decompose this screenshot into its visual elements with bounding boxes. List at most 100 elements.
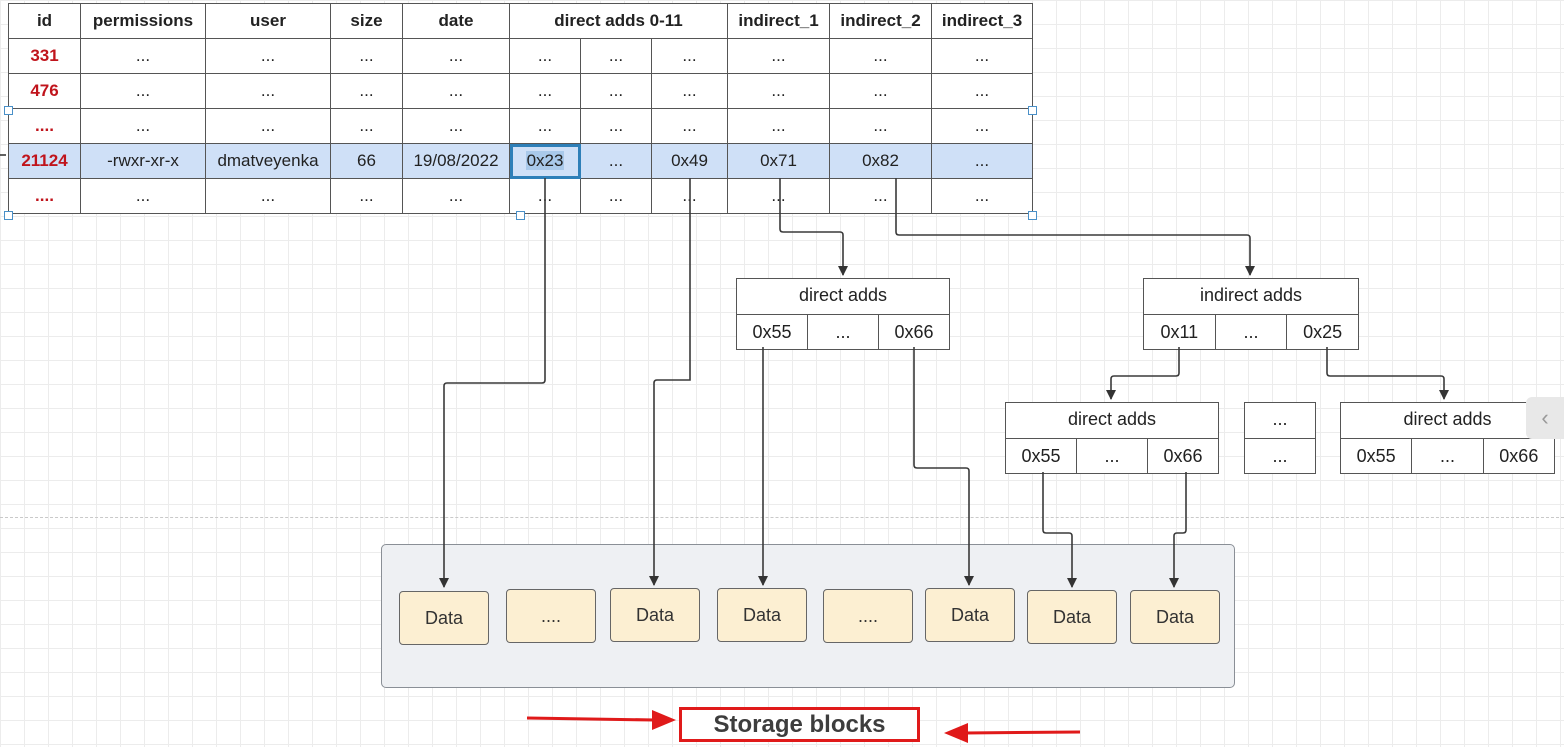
block-cell[interactable]: 0x66 <box>878 315 949 349</box>
selection-handle[interactable] <box>4 211 13 220</box>
block-cell[interactable]: 0x55 <box>1356 446 1396 466</box>
cell-id[interactable]: .... <box>8 178 81 214</box>
block-cell[interactable]: 0x55 <box>752 322 792 342</box>
cell-id[interactable]: .... <box>8 108 81 144</box>
cell-permissions[interactable]: ... <box>80 108 206 144</box>
cell-indirect-2[interactable]: 0x82 <box>829 143 932 179</box>
cell-indirect-3[interactable]: ... <box>931 73 1033 109</box>
cell-date[interactable]: 19/08/2022 <box>402 143 510 179</box>
block-cell[interactable]: ... <box>1272 446 1288 466</box>
data-block[interactable]: Data <box>610 588 700 642</box>
cell-direct-mid[interactable]: ... <box>580 38 652 74</box>
cell-size[interactable]: ... <box>330 73 403 109</box>
selected-cell-text: 0x23 <box>525 151 565 170</box>
cell-indirect-2[interactable]: ... <box>829 108 932 144</box>
cell-indirect-3[interactable]: ... <box>931 108 1033 144</box>
header-direct-adds: direct adds 0-11 <box>509 3 728 39</box>
cell-direct-0-selected[interactable]: 0x23 <box>509 143 581 179</box>
block-cell[interactable]: ... <box>1411 439 1482 473</box>
cell-permissions[interactable]: ... <box>80 178 206 214</box>
cell-direct-mid[interactable]: ... <box>580 178 652 214</box>
direct-adds-block-1[interactable]: direct adds 0x55 ... 0x66 <box>736 278 950 350</box>
cell-id[interactable]: 331 <box>8 38 81 74</box>
cell-direct-mid[interactable]: ... <box>580 108 652 144</box>
cell-size[interactable]: ... <box>330 38 403 74</box>
selection-handle[interactable] <box>1028 211 1037 220</box>
cell-date[interactable]: ... <box>402 108 510 144</box>
cell-direct-11[interactable]: ... <box>651 178 728 214</box>
cell-size[interactable]: 66 <box>330 143 403 179</box>
cell-id[interactable]: 21124 <box>8 143 81 179</box>
cell-direct-0[interactable]: ... <box>509 108 581 144</box>
cell-indirect-3[interactable]: ... <box>931 38 1033 74</box>
cell-direct-mid[interactable]: ... <box>580 143 652 179</box>
cell-direct-11[interactable]: 0x49 <box>651 143 728 179</box>
header-indirect-2: indirect_2 <box>829 3 932 39</box>
cell-direct-0[interactable]: ... <box>509 38 581 74</box>
cell-size[interactable]: ... <box>330 178 403 214</box>
cell-date[interactable]: ... <box>402 73 510 109</box>
cell-indirect-2[interactable]: ... <box>829 73 932 109</box>
data-block[interactable]: .... <box>506 589 596 643</box>
cell-size[interactable]: ... <box>330 108 403 144</box>
data-block[interactable]: Data <box>1027 590 1117 644</box>
collapse-panel-chevron-icon[interactable]: ‹ <box>1526 397 1564 439</box>
cell-indirect-1[interactable]: ... <box>727 178 830 214</box>
data-block[interactable]: .... <box>823 589 913 643</box>
connector-0x23-to-data <box>439 178 546 588</box>
block-row: 0x55 ... 0x66 <box>1341 439 1554 473</box>
cell-date[interactable]: ... <box>402 38 510 74</box>
table-row-selected[interactable]: 21124 -rwxr-xr-x dmatveyenka 66 19/08/20… <box>8 143 1033 179</box>
cell-direct-mid[interactable]: ... <box>580 73 652 109</box>
cell-indirect-2[interactable]: ... <box>829 38 932 74</box>
cell-indirect-1[interactable]: ... <box>727 38 830 74</box>
cell-user[interactable]: ... <box>205 38 331 74</box>
table-row[interactable]: 331 ... ... ... ... ... ... ... ... ... … <box>8 38 1033 74</box>
cell-user[interactable]: dmatveyenka <box>205 143 331 179</box>
red-arrow-left <box>526 716 656 722</box>
direct-adds-block-3[interactable]: direct adds 0x55 ... 0x66 <box>1340 402 1555 474</box>
data-block[interactable]: Data <box>1130 590 1220 644</box>
table-row[interactable]: .... ... ... ... ... ... ... ... ... ...… <box>8 178 1033 214</box>
header-date: date <box>402 3 510 39</box>
cell-indirect-1[interactable]: 0x71 <box>727 143 830 179</box>
cell-user[interactable]: ... <box>205 178 331 214</box>
cell-indirect-3[interactable]: ... <box>931 143 1033 179</box>
block-cell[interactable]: 0x66 <box>1482 439 1554 473</box>
block-cell[interactable]: ... <box>807 315 878 349</box>
block-cell[interactable]: 0x11 <box>1160 322 1199 342</box>
indirect-adds-block[interactable]: indirect adds 0x11 ... 0x25 <box>1143 278 1359 350</box>
cell-user[interactable]: ... <box>205 108 331 144</box>
cell-direct-0[interactable]: ... <box>509 73 581 109</box>
cell-permissions[interactable]: -rwxr-xr-x <box>80 143 206 179</box>
data-block[interactable]: Data <box>399 591 489 645</box>
cell-direct-11[interactable]: ... <box>651 73 728 109</box>
cell-indirect-2[interactable]: ... <box>829 178 932 214</box>
cell-indirect-1[interactable]: ... <box>727 108 830 144</box>
cell-direct-11[interactable]: ... <box>651 38 728 74</box>
selection-handle[interactable] <box>1028 106 1037 115</box>
table-row[interactable]: .... ... ... ... ... ... ... ... ... ...… <box>8 108 1033 144</box>
block-cell[interactable]: ... <box>1214 315 1287 349</box>
block-cell[interactable]: 0x55 <box>1021 446 1061 466</box>
cell-direct-0[interactable]: ... <box>509 178 581 214</box>
cell-id[interactable]: 476 <box>8 73 81 109</box>
data-block[interactable]: Data <box>925 588 1015 642</box>
table-row[interactable]: 476 ... ... ... ... ... ... ... ... ... … <box>8 73 1033 109</box>
cell-permissions[interactable]: ... <box>80 73 206 109</box>
page-divider <box>0 517 1564 518</box>
cell-permissions[interactable]: ... <box>80 38 206 74</box>
direct-adds-block-2[interactable]: direct adds 0x55 ... 0x66 <box>1005 402 1219 474</box>
cell-user[interactable]: ... <box>205 73 331 109</box>
selection-handle[interactable] <box>4 106 13 115</box>
block-cell[interactable]: 0x66 <box>1147 439 1218 473</box>
block-cell[interactable]: ... <box>1076 439 1147 473</box>
cell-indirect-3[interactable]: ... <box>931 178 1033 214</box>
cell-direct-11[interactable]: ... <box>651 108 728 144</box>
data-block[interactable]: Data <box>717 588 807 642</box>
selection-handle[interactable] <box>516 211 525 220</box>
cell-date[interactable]: ... <box>402 178 510 214</box>
ellipsis-block[interactable]: ... ... <box>1244 402 1316 474</box>
cell-indirect-1[interactable]: ... <box>727 73 830 109</box>
block-cell[interactable]: 0x25 <box>1286 315 1358 349</box>
